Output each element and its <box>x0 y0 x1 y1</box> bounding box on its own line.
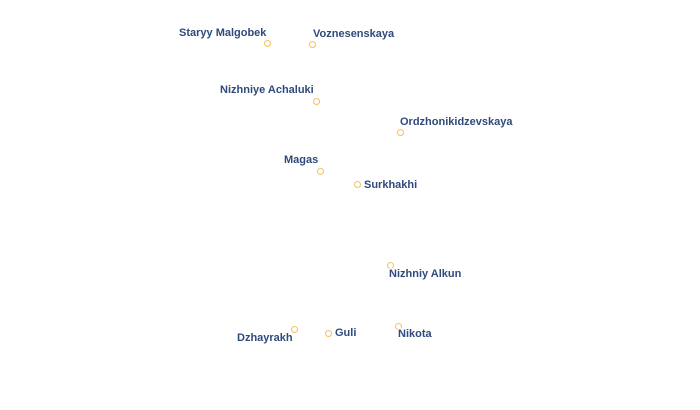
place-label-ordzhonikidzevskaya: Ordzhonikidzevskaya <box>400 116 513 128</box>
place-marker-ordzhonikidzevskaya[interactable] <box>397 129 404 136</box>
place-marker-staryy-malgobek[interactable] <box>264 40 271 47</box>
place-marker-nizhniy-alkun[interactable] <box>387 262 394 269</box>
place-marker-guli[interactable] <box>325 330 332 337</box>
place-label-magas: Magas <box>284 154 319 166</box>
place-label-dzhayrakh: Dzhayrakh <box>237 332 293 344</box>
place-marker-voznesenskaya[interactable] <box>309 41 316 48</box>
place-label-guli: Guli <box>335 327 357 339</box>
place-label-staryy-malgobek: Staryy Malgobek <box>179 27 267 39</box>
place-label-nizhniy-alkun: Nizhniy Alkun <box>389 268 462 280</box>
place-label-surkhakhi: Surkhakhi <box>364 179 418 191</box>
place-marker-surkhakhi[interactable] <box>354 181 361 188</box>
place-label-voznesenskaya: Voznesenskaya <box>313 28 395 40</box>
place-marker-nikota[interactable] <box>395 323 402 330</box>
place-marker-dzhayrakh[interactable] <box>291 326 298 333</box>
place-marker-magas[interactable] <box>317 168 324 175</box>
place-marker-nizhniye-achaluki[interactable] <box>313 98 320 105</box>
place-label-nikota: Nikota <box>398 328 432 340</box>
place-label-nizhniye-achaluki: Nizhniye Achaluki <box>220 84 314 96</box>
